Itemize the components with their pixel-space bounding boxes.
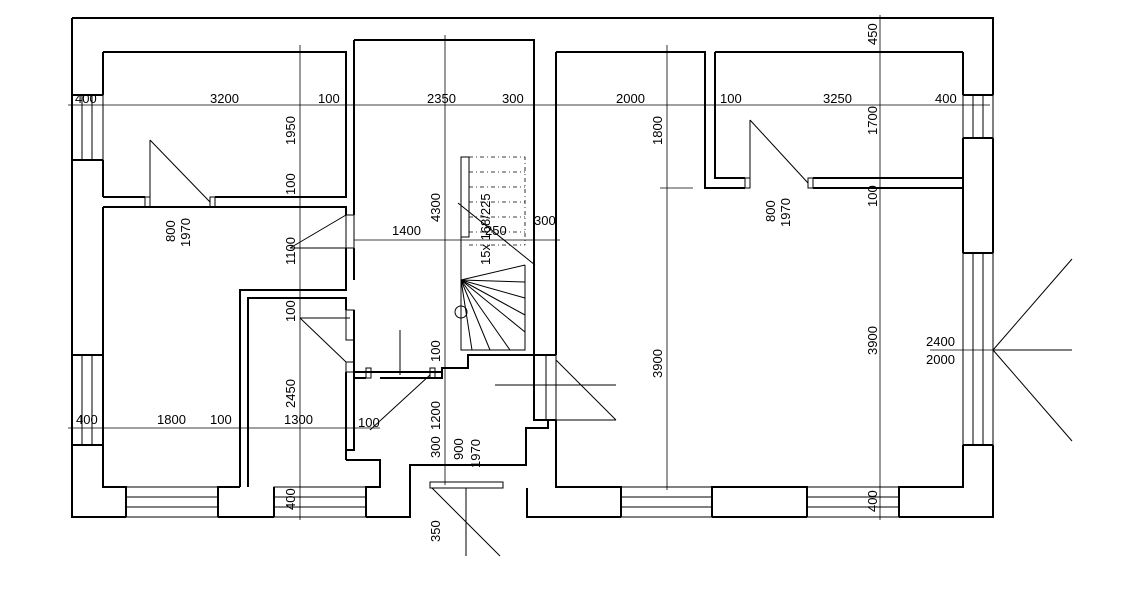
dim-top-3: 2350 xyxy=(427,91,456,106)
window-right-width: 2400 xyxy=(926,334,955,349)
dim-bottom-2: 100 xyxy=(210,412,232,427)
windows xyxy=(71,94,994,518)
dim-stair-v-1: 100 xyxy=(428,340,443,362)
dim-top-8: 400 xyxy=(935,91,957,106)
staircase xyxy=(454,156,536,351)
door-left-height: 1970 xyxy=(178,218,193,247)
dim-stair-v-2: 1200 xyxy=(428,401,443,430)
dim-bottom-4: 100 xyxy=(358,415,380,430)
dim-stair-v-0: 4300 xyxy=(428,193,443,222)
dim-left-v-1: 100 xyxy=(283,173,298,195)
dim-top-4: 300 xyxy=(502,91,524,106)
stair-label: 15x 168/225 xyxy=(478,193,493,265)
dimension-labels: 400 3200 100 2350 300 2000 100 3250 400 … xyxy=(75,23,957,542)
dim-bottom-1: 1800 xyxy=(157,412,186,427)
dim-right-v-6: 400 xyxy=(865,490,880,512)
dim-left-v-2: 1100 xyxy=(283,237,298,265)
door-entry-height: 1970 xyxy=(468,439,483,468)
dim-right-v-2: 3900 xyxy=(865,326,880,355)
dim-misc-2: 250 xyxy=(485,223,507,238)
dim-top-6: 100 xyxy=(720,91,742,106)
door-left-width: 800 xyxy=(163,220,178,242)
door-entry-width: 900 xyxy=(451,438,466,460)
dim-left-v-3: 100 xyxy=(283,300,298,322)
dim-top-0: 400 xyxy=(75,91,97,106)
dim-top-2: 100 xyxy=(318,91,340,106)
dim-bottom-3: 1300 xyxy=(284,412,313,427)
door-right-width: 800 xyxy=(763,200,778,222)
dim-right-v-3: 450 xyxy=(865,23,880,45)
dim-right-v-5: 100 xyxy=(865,185,880,207)
dim-right-v-1: 3900 xyxy=(650,349,665,378)
dimension-lines xyxy=(68,15,993,520)
dim-misc-0: 1400 xyxy=(392,223,421,238)
dim-top-5: 2000 xyxy=(616,91,645,106)
dim-left-v-5: 400 xyxy=(283,488,298,510)
door-right-height: 1970 xyxy=(778,198,793,227)
dim-bottom-0: 400 xyxy=(76,412,98,427)
dim-right-v-0: 1800 xyxy=(650,116,665,145)
doors xyxy=(144,119,1073,557)
dim-left-v-4: 2450 xyxy=(283,379,298,408)
dim-misc-1: 300 xyxy=(534,213,556,228)
dim-left-v-0: 1950 xyxy=(283,116,298,145)
dim-right-v-4: 1700 xyxy=(865,106,880,135)
dim-stair-v-4: 350 xyxy=(428,520,443,542)
dim-stair-v-3: 300 xyxy=(428,436,443,458)
window-right-height: 2000 xyxy=(926,352,955,367)
dim-top-1: 3200 xyxy=(210,91,239,106)
dim-top-7: 3250 xyxy=(823,91,852,106)
interior-walls xyxy=(102,39,964,488)
